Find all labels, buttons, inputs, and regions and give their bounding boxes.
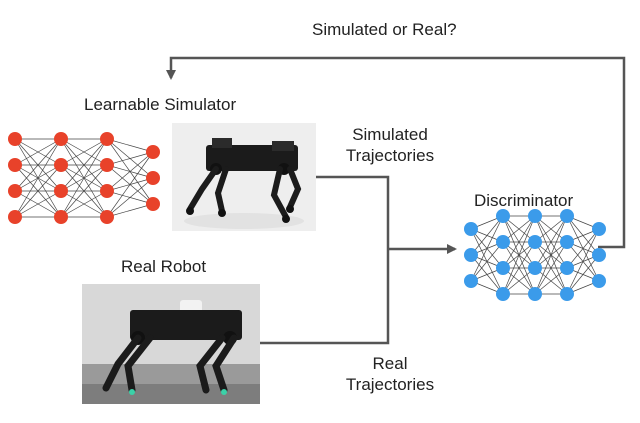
network-edge [60, 190, 108, 218]
simulated-trajectories-line [316, 175, 390, 249]
simulated-trajectories-line2: Trajectories [345, 146, 435, 165]
network-edge [14, 164, 62, 218]
network-edge [106, 177, 154, 218]
network-edge [470, 241, 504, 282]
network-edge [60, 138, 108, 218]
real-trajectories-line1: Real [372, 354, 408, 373]
network-edge [14, 138, 62, 166]
network-edge [534, 215, 568, 269]
network-edge [60, 164, 108, 218]
discriminator-network [464, 209, 606, 301]
network-node [54, 184, 68, 198]
network-edge [60, 138, 108, 192]
network-edge [534, 215, 568, 295]
network-node [464, 248, 478, 262]
network-edge [502, 215, 536, 295]
simulator-title: Learnable Simulator [84, 95, 237, 114]
real-trajectories-line2: Trajectories [345, 375, 435, 394]
network-node [528, 287, 542, 301]
network-edge [60, 138, 108, 166]
network-node [146, 171, 160, 185]
network-edge [502, 215, 536, 269]
network-edge [566, 254, 600, 295]
network-node [528, 261, 542, 275]
network-node [100, 184, 114, 198]
network-node [8, 158, 22, 172]
network-node [496, 235, 510, 249]
simulated-trajectories-line1: Simulated [352, 125, 428, 144]
network-node [592, 274, 606, 288]
network-edge [106, 151, 154, 192]
simulated-robot-icon [184, 138, 304, 229]
network-node [100, 132, 114, 146]
network-node [496, 209, 510, 223]
network-node [496, 287, 510, 301]
network-edge [534, 241, 568, 295]
real-robot-icon [82, 284, 260, 404]
real-robot-title: Real Robot [121, 257, 207, 276]
network-edge [566, 228, 600, 295]
network-node [560, 287, 574, 301]
simulator-network [8, 132, 160, 224]
network-edge [470, 215, 504, 256]
feedback-label: Simulated or Real? [312, 20, 457, 39]
network-node [464, 222, 478, 236]
real-trajectories-line [260, 249, 390, 345]
network-edge [470, 215, 504, 282]
network-edge [566, 228, 600, 269]
network-edge [106, 203, 154, 218]
network-node [54, 158, 68, 172]
network-node [560, 235, 574, 249]
network-node [54, 210, 68, 224]
simulated-robot-image [172, 123, 316, 231]
discriminator-title: Discriminator [474, 191, 574, 210]
network-edge [106, 151, 154, 218]
real-trajectories-label: Real Trajectories [330, 353, 450, 395]
network-node [8, 132, 22, 146]
simulated-trajectories-label: Simulated Trajectories [330, 124, 450, 166]
feedback-arrow [166, 56, 626, 249]
network-node [592, 248, 606, 262]
network-edge [14, 138, 62, 192]
network-node [528, 235, 542, 249]
network-node [100, 158, 114, 172]
network-node [592, 222, 606, 236]
network-node [146, 145, 160, 159]
network-edge [502, 241, 536, 295]
network-node [100, 210, 114, 224]
network-node [560, 261, 574, 275]
network-edge [106, 151, 154, 166]
network-node [560, 209, 574, 223]
real-robot-image [82, 284, 260, 404]
network-node [464, 274, 478, 288]
network-node [496, 261, 510, 275]
network-node [8, 184, 22, 198]
network-node [8, 210, 22, 224]
network-node [528, 209, 542, 223]
network-edge [14, 190, 62, 218]
network-node [54, 132, 68, 146]
network-node [146, 197, 160, 211]
network-edge [14, 138, 62, 218]
network-edge [106, 138, 154, 153]
